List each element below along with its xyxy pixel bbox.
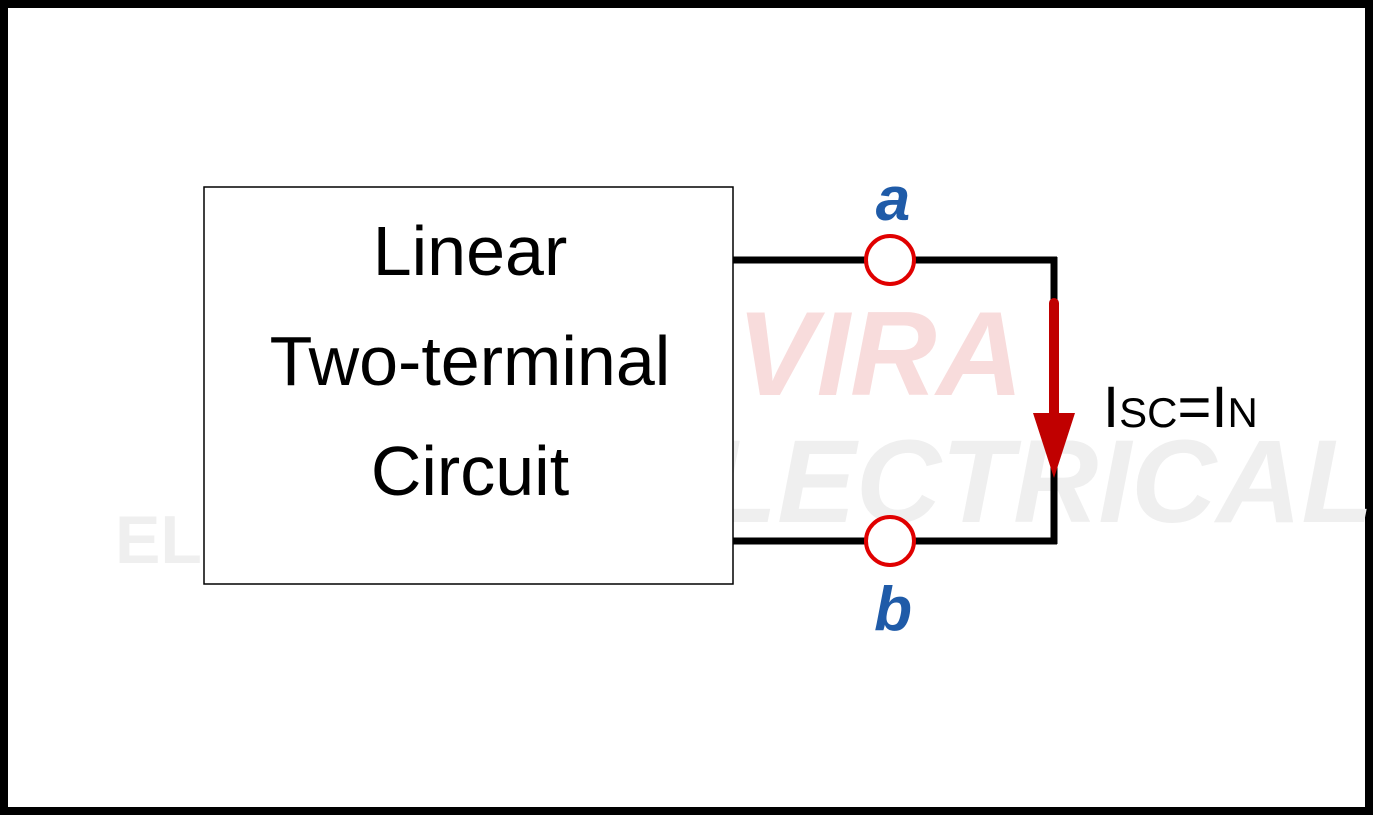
current-label-equals: = [1177,375,1211,440]
current-label-i: I [1103,375,1119,440]
current-label-i2: I [1211,375,1227,440]
box-line-3: Circuit [371,432,569,510]
watermark-bottom: ELECTRICAL [626,416,1373,548]
terminal-a-node [864,234,916,286]
linear-circuit-box [203,186,734,585]
terminal-b-label: b [874,575,912,644]
current-label: ISC=IN [1103,375,1258,440]
current-arrow-head [1033,413,1075,478]
current-label-sc: SC [1119,389,1177,436]
terminal-b-node [864,515,916,567]
terminal-a-label: a [876,165,910,234]
watermark-top: VIRA [737,287,1024,421]
box-line-1: Linear [373,212,568,290]
box-line-2: Two-terminal [270,322,671,400]
current-label-n: N [1227,389,1257,436]
watermark-left: EL [115,502,202,578]
